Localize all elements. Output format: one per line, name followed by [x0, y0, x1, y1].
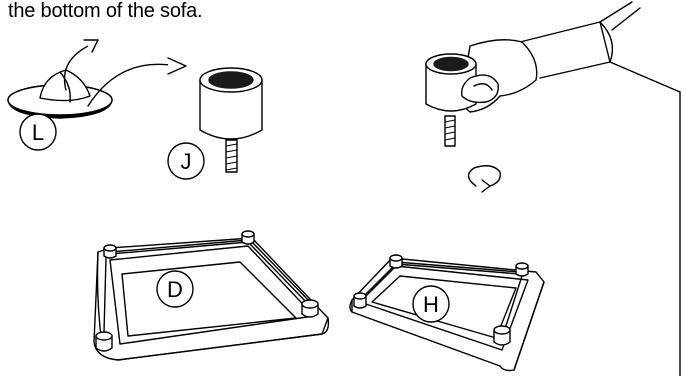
part-label-d: D	[167, 277, 183, 302]
part-label-j: J	[181, 149, 192, 174]
leg-socket-illustration	[200, 68, 262, 172]
frame-left-illustration	[94, 231, 328, 360]
part-label-h: H	[423, 292, 439, 317]
hand-screwing-illustration	[426, 2, 680, 192]
part-label-l: L	[32, 120, 44, 145]
felt-pad-illustration	[8, 40, 186, 118]
